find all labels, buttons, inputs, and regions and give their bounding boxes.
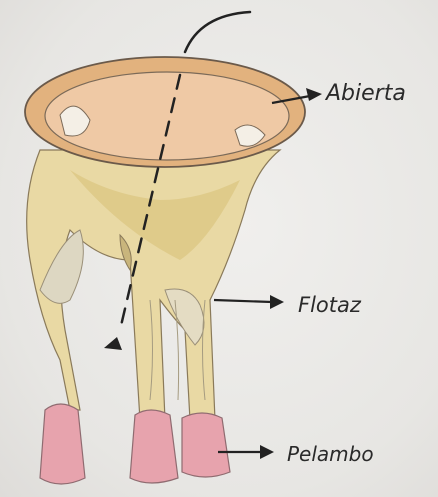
label-pelambo: Pelambo bbox=[287, 442, 374, 466]
body-mass bbox=[27, 150, 280, 420]
tip-left bbox=[40, 404, 85, 484]
top-pointer-line bbox=[185, 12, 250, 52]
label-abierta: Abierta bbox=[324, 81, 406, 106]
arrow-top-head bbox=[306, 88, 322, 101]
axis-arrowhead bbox=[104, 337, 122, 350]
arrow-middle-shaft bbox=[214, 300, 272, 302]
arrow-bottom-head bbox=[260, 445, 274, 459]
tentacle-tips bbox=[40, 404, 230, 484]
tip-center bbox=[130, 410, 178, 483]
bell-rim bbox=[25, 57, 305, 167]
label-flotaz: Flotaz bbox=[298, 293, 362, 317]
tip-right bbox=[182, 413, 230, 477]
arrow-middle-head bbox=[270, 295, 284, 309]
